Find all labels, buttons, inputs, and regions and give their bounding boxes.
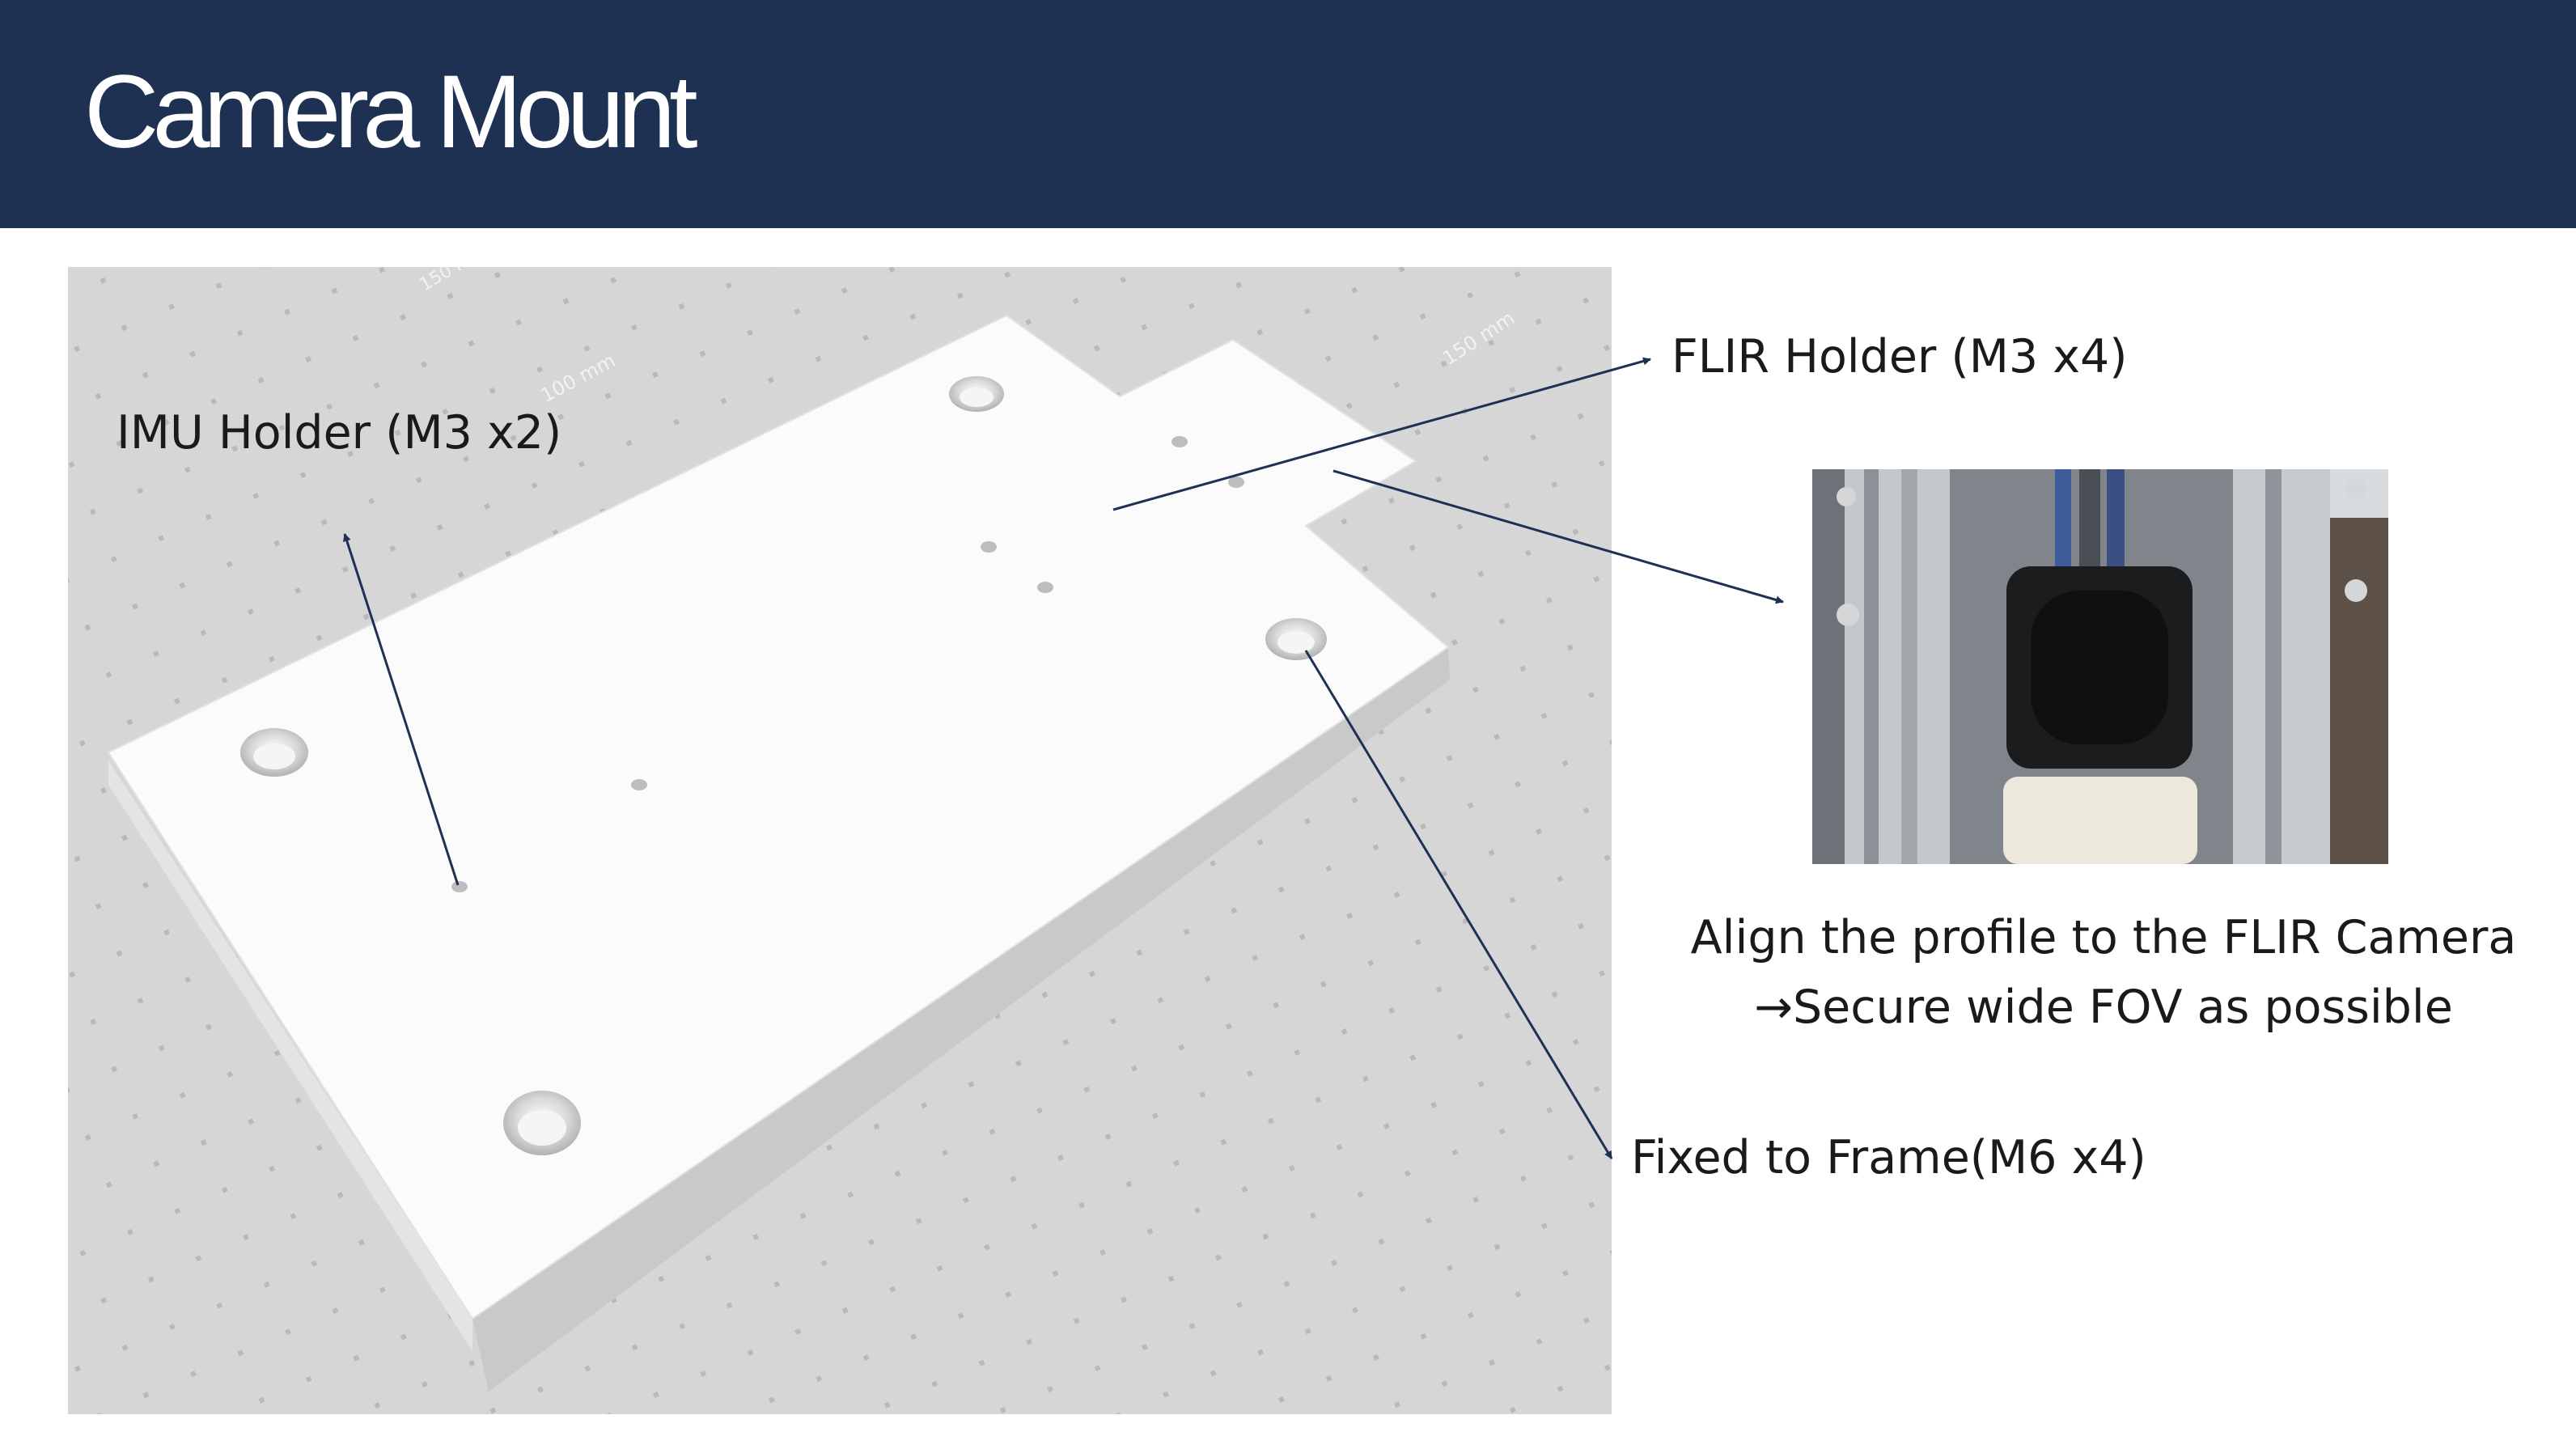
fixed-to-frame-label: Fixed to Frame(M6 x4): [1631, 1131, 2146, 1184]
imu-holder-label: IMU Holder (M3 x2): [117, 406, 562, 460]
title-bar: Camera Mount: [0, 0, 2576, 228]
alignment-caption: Align the profile to the FLIR Camera →Se…: [1650, 903, 2557, 1042]
flir-holder-label: FLIR Holder (M3 x4): [1671, 330, 2128, 383]
caption-line-2: →Secure wide FOV as possible: [1754, 981, 2453, 1034]
flir-camera-photo: [1812, 469, 2388, 864]
slide-title: Camera Mount: [84, 54, 698, 170]
caption-line-1: Align the profile to the FLIR Camera: [1690, 911, 2517, 964]
